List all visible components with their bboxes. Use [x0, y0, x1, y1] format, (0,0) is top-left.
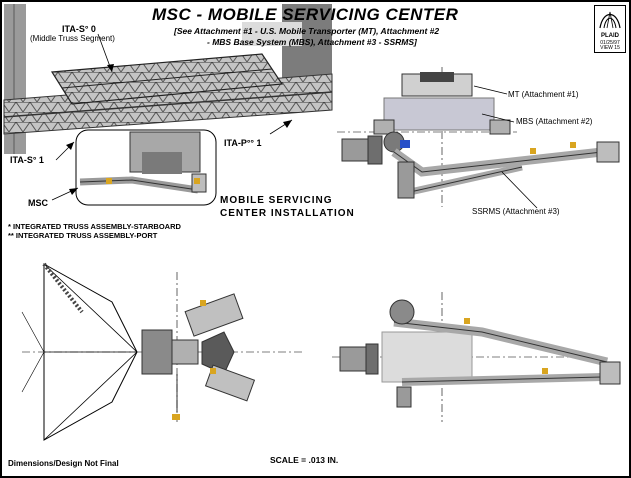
side-base [381, 331, 473, 383]
footnote-starboard: * INTEGRATED TRUSS ASSEMBLY-STARBOARD [8, 222, 181, 231]
logo-date-line2: VIEW 15 [600, 45, 620, 51]
front-base [141, 329, 173, 375]
attachment-view [337, 67, 620, 209]
install-caption-line-2: CENTER INSTALLATION [220, 208, 355, 219]
label-mt: MT (Attachment #1) [508, 90, 579, 99]
label-ssrms: SSRMS (Attachment #3) [472, 207, 560, 216]
page-title: MSC - MOBILE SERVICING CENTER [152, 5, 459, 24]
footer-scale: SCALE = .013 IN. [270, 455, 339, 465]
side-view [332, 292, 621, 422]
subtitle-line-2: - MBS Base System (MBS), Attachment #3 -… [207, 37, 417, 47]
label-ita-s1: ITA-S° 1 [10, 155, 44, 165]
label-ita-p1: ITA-P°° 1 [224, 138, 262, 148]
subtitle-line-1: [See Attachment #1 - U.S. Mobile Transpo… [174, 26, 440, 36]
logo-word: PLAID [601, 33, 619, 39]
logo-date: 01/25/97 VIEW 15 [595, 41, 625, 51]
front-view [21, 262, 302, 441]
end-effector-left [341, 138, 369, 162]
footnote-port: ** INTEGRATED TRUSS ASSEMBLY-PORT [8, 231, 158, 240]
end-effector-side [339, 346, 367, 372]
label-msc: MSC [28, 198, 48, 208]
install-caption-line-1: MOBILE SERVICING [220, 195, 333, 206]
msc-callout-box [75, 129, 217, 206]
footer-disclaimer: Dimensions/Design Not Final [8, 459, 119, 468]
mbs-base-system [383, 97, 495, 131]
installation-view [3, 4, 333, 206]
label-ita-s0-sub: (Middle Truss Segment) [30, 34, 115, 43]
logo-date-line1: 01/25/97 [600, 40, 620, 46]
logo-emblem-icon [599, 11, 621, 29]
plaid-logo: PLAID 01/25/97 VIEW 15 [594, 5, 626, 53]
label-mbs: MBS (Attachment #2) [516, 117, 593, 126]
label-ita-s0: ITA-S° 0 [62, 24, 96, 34]
